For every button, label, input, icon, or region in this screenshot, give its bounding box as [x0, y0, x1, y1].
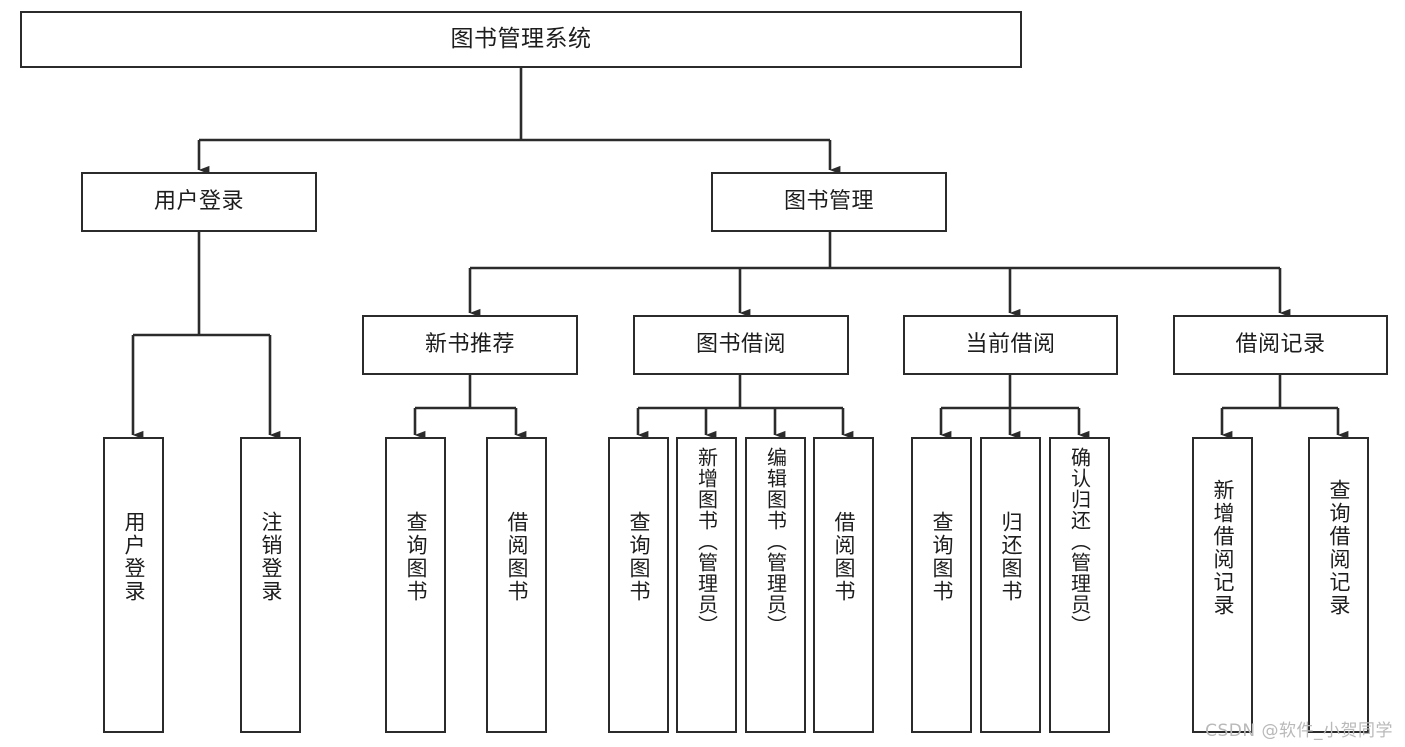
leaf-query-borrow-record[interactable]: 查询借阅记录: [1308, 437, 1369, 733]
node-label: 新增借阅记录: [1211, 479, 1235, 617]
watermark: CSDN @软件_小贺同学: [1205, 721, 1393, 741]
leaf-user-login[interactable]: 用户登录: [103, 437, 164, 733]
leaf-return-book[interactable]: 归还图书: [980, 437, 1041, 733]
node-label: 查询图书: [627, 511, 651, 603]
leaf-user-logout[interactable]: 注销登录: [240, 437, 301, 733]
node-new-book-recommend[interactable]: 新书推荐: [362, 315, 578, 375]
leaf-borrow-book[interactable]: 借阅图书: [813, 437, 874, 733]
node-borrow-record[interactable]: 借阅记录: [1173, 315, 1388, 375]
node-label: 确认归还（管理员）: [1067, 447, 1092, 636]
node-label: 图书管理系统: [450, 25, 592, 52]
node-label: 新增图书（管理员）: [694, 447, 719, 636]
node-label: 查询图书: [404, 511, 428, 603]
node-book-management[interactable]: 图书管理: [711, 172, 947, 232]
leaf-edit-book-admin[interactable]: 编辑图书（管理员）: [745, 437, 806, 733]
node-label: 注销登录: [259, 511, 283, 603]
node-label: 图书管理: [783, 188, 874, 214]
node-label: 当前借阅: [965, 331, 1056, 357]
node-label: 查询借阅记录: [1327, 479, 1351, 617]
leaf-add-book-admin[interactable]: 新增图书（管理员）: [676, 437, 737, 733]
leaf-query-book-borrow[interactable]: 查询图书: [608, 437, 669, 733]
node-root-system[interactable]: 图书管理系统: [20, 11, 1022, 68]
node-book-borrow[interactable]: 图书借阅: [633, 315, 849, 375]
node-user-login[interactable]: 用户登录: [81, 172, 317, 232]
leaf-query-book-recommend[interactable]: 查询图书: [385, 437, 446, 733]
node-label: 用户登录: [153, 188, 244, 214]
node-label: 查询图书: [930, 511, 954, 603]
node-label: 编辑图书（管理员）: [763, 447, 788, 636]
leaf-add-borrow-record[interactable]: 新增借阅记录: [1192, 437, 1253, 733]
node-label: 用户登录: [122, 511, 146, 603]
leaf-confirm-return-admin[interactable]: 确认归还（管理员）: [1049, 437, 1110, 733]
node-label: 图书借阅: [695, 331, 786, 357]
node-label: 借阅图书: [832, 511, 856, 603]
node-label: 借阅图书: [505, 511, 529, 603]
node-label: 借阅记录: [1235, 331, 1326, 357]
leaf-borrow-book-recommend[interactable]: 借阅图书: [486, 437, 547, 733]
leaf-query-book-current[interactable]: 查询图书: [911, 437, 972, 733]
node-label: 归还图书: [999, 511, 1023, 603]
node-label: 新书推荐: [424, 331, 515, 357]
node-current-borrow[interactable]: 当前借阅: [903, 315, 1118, 375]
